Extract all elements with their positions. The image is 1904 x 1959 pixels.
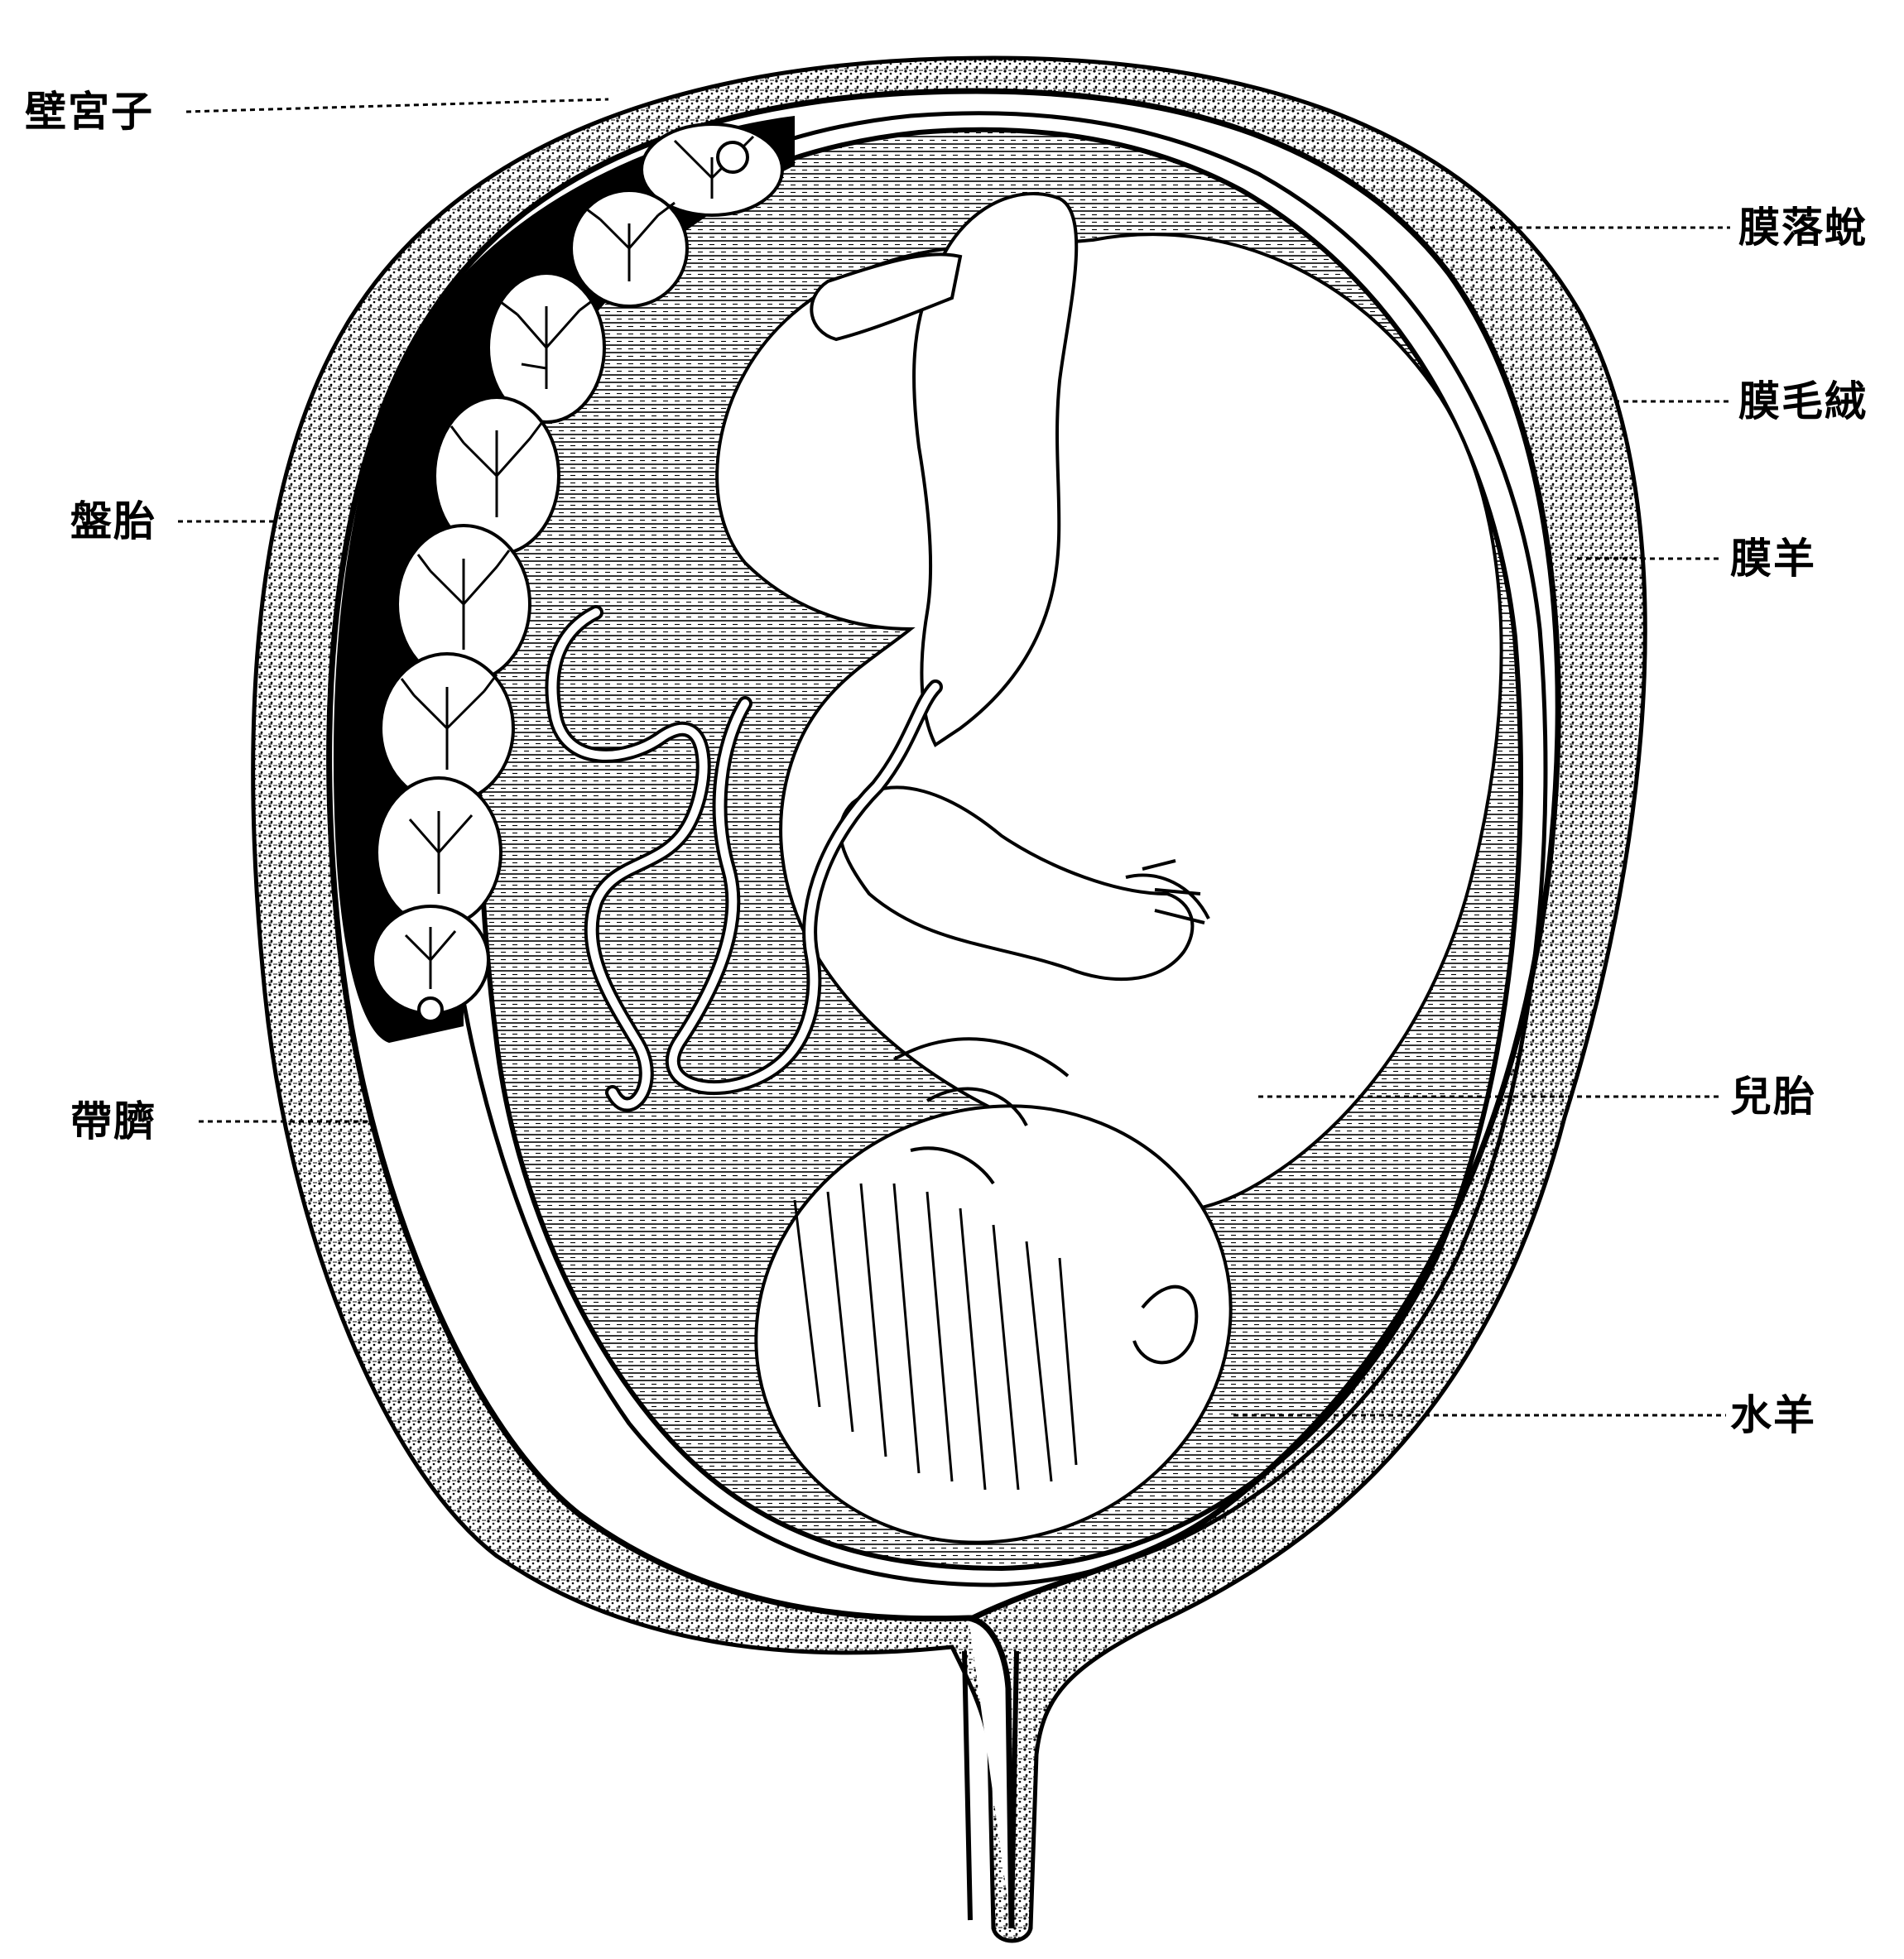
label-umbilical-cord: 帶臍 — [70, 1097, 156, 1146]
label-uterine-wall: 壁宮子 — [25, 87, 154, 137]
placenta-edge-vessel — [718, 142, 748, 172]
label-chorion: 膜毛絨 — [1738, 377, 1868, 426]
label-decidua: 膜落蛻 — [1738, 203, 1868, 252]
label-amniotic-fluid: 水羊 — [1730, 1390, 1816, 1440]
label-amnion: 膜羊 — [1730, 534, 1816, 583]
label-fetus: 兒胎 — [1730, 1072, 1816, 1121]
placenta-lower-vessel — [419, 998, 442, 1021]
label-placenta: 盤胎 — [70, 497, 156, 546]
leader-uterine-wall — [186, 99, 608, 112]
